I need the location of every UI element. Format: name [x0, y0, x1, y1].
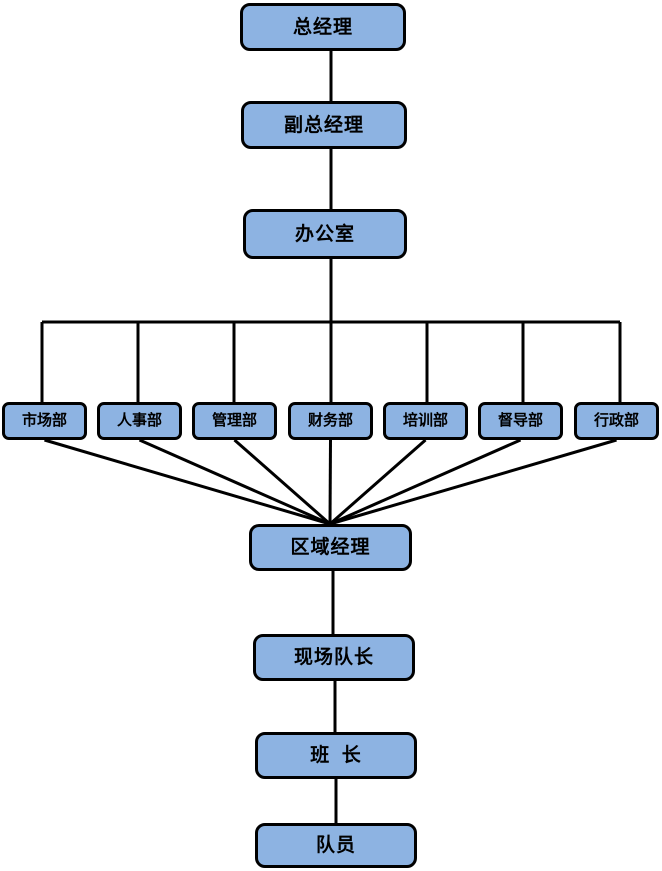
- node-site-captain[interactable]: 现场队长: [253, 634, 415, 681]
- node-label-department-finance: 财务部: [307, 412, 353, 429]
- node-department-supervision[interactable]: 督导部: [478, 402, 563, 440]
- node-department-marketing[interactable]: 市场部: [2, 402, 87, 440]
- node-office[interactable]: 办公室: [243, 209, 407, 259]
- node-department-finance[interactable]: 财务部: [288, 402, 373, 440]
- node-label-department-marketing: 市场部: [21, 412, 67, 429]
- connector-fan-training: [329, 438, 427, 526]
- node-label-department-training: 培训部: [402, 412, 448, 429]
- node-label-deputy-general-manager: 副总经理: [283, 114, 364, 136]
- node-label-department-human-resources: 人事部: [116, 412, 162, 429]
- node-label-department-supervision: 督导部: [497, 412, 543, 429]
- node-label-site-captain: 现场队长: [293, 647, 374, 668]
- node-department-training[interactable]: 培训部: [383, 402, 468, 440]
- node-label-department-management: 管理部: [211, 412, 257, 429]
- node-department-human-resources[interactable]: 人事部: [97, 402, 182, 440]
- connector-fan-human-resources: [138, 438, 331, 526]
- node-label-office: 办公室: [294, 223, 355, 245]
- connector-fan-supervision: [329, 438, 522, 526]
- node-general-manager[interactable]: 总经理: [240, 3, 406, 51]
- node-label-general-manager: 总经理: [292, 16, 353, 38]
- node-deputy-general-manager[interactable]: 副总经理: [241, 101, 407, 149]
- node-regional-manager[interactable]: 区域经理: [249, 524, 412, 571]
- connector-fan-finance: [328, 439, 332, 525]
- node-label-team-member: 队员: [315, 835, 356, 856]
- connector-fan-marketing: [44, 438, 331, 526]
- node-label-department-administration: 行政部: [593, 412, 639, 429]
- node-shift-leader[interactable]: 班 长: [255, 732, 417, 779]
- node-department-administration[interactable]: 行政部: [574, 402, 659, 440]
- node-team-member[interactable]: 队员: [255, 823, 417, 868]
- node-department-management[interactable]: 管理部: [192, 402, 277, 440]
- node-label-regional-manager: 区域经理: [290, 537, 371, 558]
- connector-fan-administration: [329, 438, 617, 526]
- connector-fan-management: [233, 438, 331, 526]
- node-label-shift-leader: 班 长: [310, 745, 362, 766]
